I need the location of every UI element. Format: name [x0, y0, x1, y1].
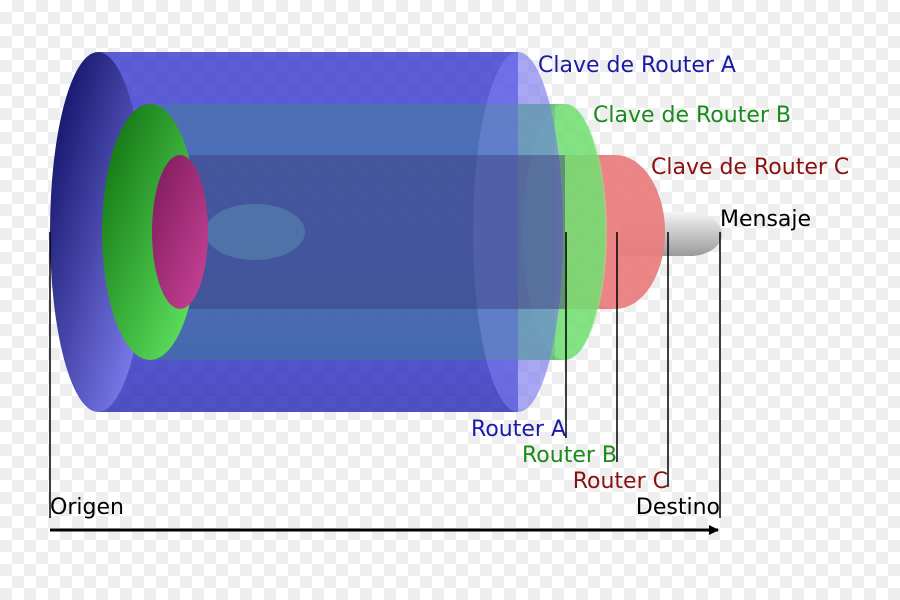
destination-label: Destino: [636, 495, 720, 520]
marker-lines: [49, 232, 721, 518]
router-label-a: Router A: [471, 417, 566, 442]
router-label-c: Router C: [573, 469, 668, 494]
message-label: Mensaje: [720, 207, 811, 232]
key-label-router-c: Clave de Router C: [651, 155, 849, 180]
layer-c-end-cap: [152, 155, 208, 309]
key-label-router-b: Clave de Router B: [593, 103, 791, 128]
inner-tubes-overlay: [150, 104, 565, 360]
router-label-b: Router B: [522, 443, 617, 468]
key-label-router-a: Clave de Router A: [538, 53, 736, 78]
origin-label: Origen: [50, 495, 124, 520]
